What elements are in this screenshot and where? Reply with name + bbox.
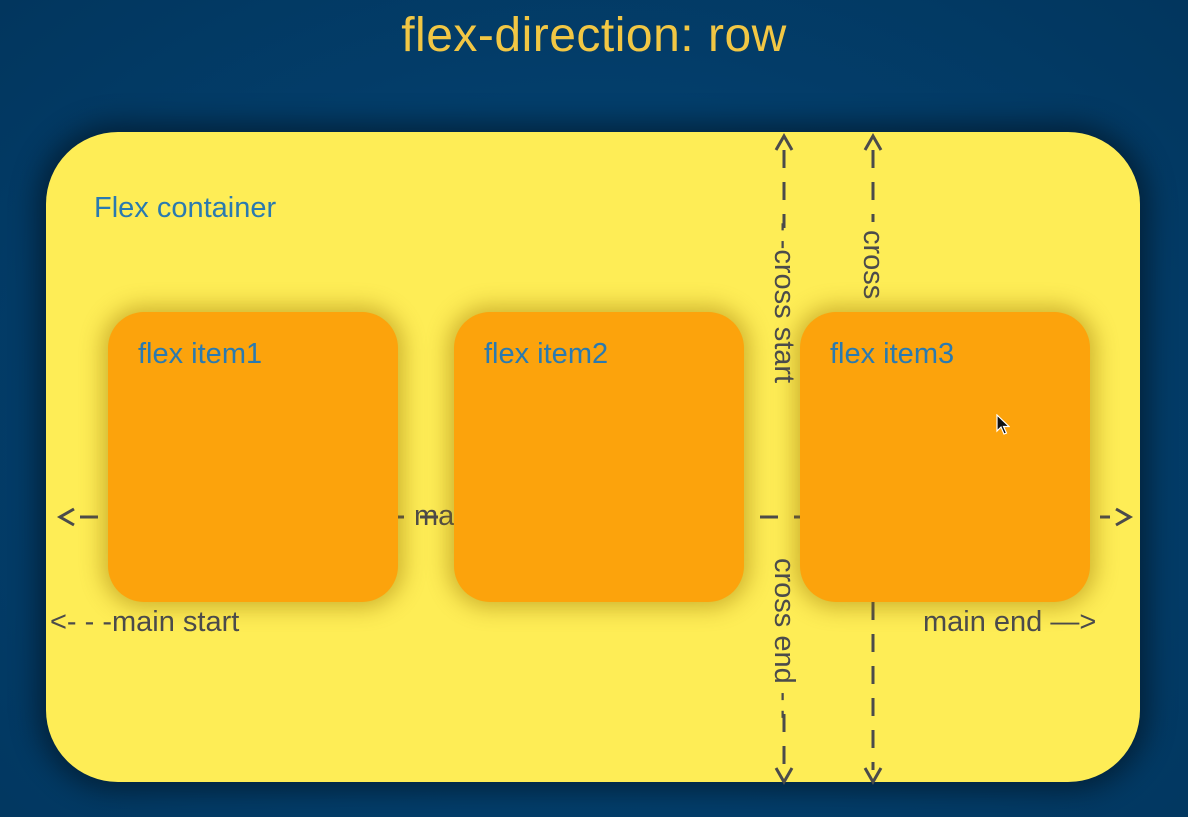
flex-item-label: flex item1: [138, 338, 263, 370]
cross-start-label: - -cross start: [768, 222, 800, 384]
main-end-label: main end —>: [923, 606, 1097, 638]
main-start-label: <- - -main start: [50, 606, 240, 638]
mouse-cursor-icon: [996, 414, 1010, 435]
cross-start-partial-label: cross: [857, 230, 889, 300]
main-axis-partial-label: ma: [414, 500, 455, 532]
flex-item-1: flex item1: [108, 312, 398, 602]
flex-container-label: Flex container: [94, 192, 277, 224]
cross-end-label: cross end - -: [768, 558, 800, 720]
flex-item-label: flex item3: [830, 338, 955, 370]
flex-item-2: flex item2: [454, 312, 744, 602]
slide-title: flex-direction: row: [401, 9, 787, 62]
flex-item-3: flex item3: [800, 312, 1090, 602]
flex-item-label: flex item2: [484, 338, 609, 370]
